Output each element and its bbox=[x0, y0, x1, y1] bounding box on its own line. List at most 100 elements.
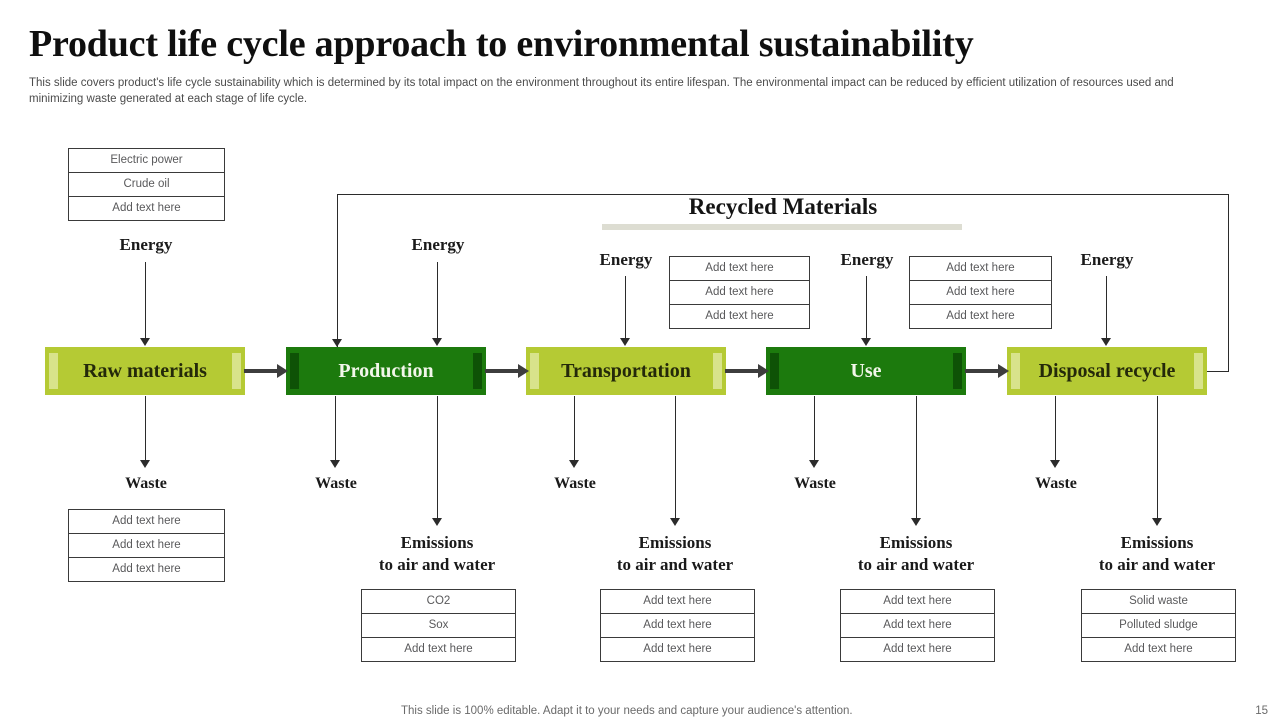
emissions-table-production: CO2 Sox Add text here bbox=[361, 589, 516, 662]
emissions-arrow-production bbox=[432, 396, 443, 526]
emissions-table-disposal: Solid waste Polluted sludge Add text her… bbox=[1081, 589, 1236, 662]
energy-arrow-production bbox=[432, 262, 443, 346]
recycle-loop-left-segment bbox=[337, 194, 338, 347]
recycle-loop-right-segment bbox=[1228, 194, 1229, 372]
table-row[interactable]: Add text here bbox=[112, 202, 181, 214]
energy-label-production: Energy bbox=[411, 235, 465, 254]
stage-label: Transportation bbox=[561, 359, 691, 382]
recycled-materials-title: Recycled Materials bbox=[688, 194, 878, 219]
stage-label: Disposal recycle bbox=[1038, 359, 1176, 382]
emissions-arrow-disposal bbox=[1152, 396, 1163, 526]
table-row[interactable]: Add text here bbox=[643, 643, 712, 655]
table-row[interactable]: Add text here bbox=[601, 590, 754, 614]
table-row[interactable]: Add text here bbox=[69, 510, 224, 534]
page-subtitle: This slide covers product's life cycle s… bbox=[29, 77, 1174, 105]
stage-box-production[interactable]: Production bbox=[286, 347, 486, 395]
waste-arrow-production bbox=[330, 396, 341, 468]
table-row[interactable]: Add text here bbox=[112, 563, 181, 575]
emissions-line-2: to air and water bbox=[378, 555, 496, 574]
stage-label: Production bbox=[338, 359, 434, 382]
stage-tab-left bbox=[530, 353, 539, 389]
table-row[interactable]: Add text here bbox=[705, 310, 774, 322]
page-title: Product life cycle approach to environme… bbox=[29, 23, 974, 65]
footer-note: This slide is 100% editable. Adapt it to… bbox=[401, 705, 853, 717]
emissions-label-production: Emissions to air and water bbox=[337, 532, 537, 576]
energy-arrow-disposal bbox=[1101, 276, 1112, 346]
stage-tab-left bbox=[770, 353, 779, 389]
emissions-label-disposal: Emissions to air and water bbox=[1057, 532, 1257, 576]
stage-tab-right bbox=[232, 353, 241, 389]
table-row[interactable]: Add text here bbox=[910, 257, 1051, 281]
table-row[interactable]: Add text here bbox=[841, 590, 994, 614]
emissions-line-1: Emissions bbox=[400, 533, 474, 552]
table-row[interactable]: Polluted sludge bbox=[1082, 614, 1235, 638]
stage-label: Use bbox=[850, 359, 882, 382]
table-row[interactable]: Add text here bbox=[910, 281, 1051, 305]
stage-label: Raw materials bbox=[83, 359, 207, 382]
energy-label-raw-materials: Energy bbox=[119, 235, 173, 254]
table-row[interactable]: Sox bbox=[362, 614, 515, 638]
energy-arrow-use bbox=[861, 276, 872, 346]
table-row[interactable]: Add text here bbox=[601, 614, 754, 638]
table-row[interactable]: Add text here bbox=[670, 281, 809, 305]
table-row[interactable]: Add text here bbox=[670, 257, 809, 281]
stage-box-raw-materials[interactable]: Raw materials bbox=[45, 347, 245, 395]
stage-tab-right bbox=[1194, 353, 1203, 389]
energy-table-raw-materials: Electric power Crude oil Add text here bbox=[68, 148, 225, 221]
recycled-materials-underline bbox=[602, 224, 962, 230]
energy-label-use: Energy bbox=[840, 250, 894, 269]
emissions-line-2: to air and water bbox=[616, 555, 734, 574]
stage-box-use[interactable]: Use bbox=[766, 347, 966, 395]
energy-arrow-transportation bbox=[620, 276, 631, 346]
waste-label-transportation: Waste bbox=[554, 475, 596, 492]
emissions-table-use: Add text here Add text here Add text her… bbox=[840, 589, 995, 662]
table-row[interactable]: Electric power bbox=[69, 149, 224, 173]
table-row[interactable]: Add text here bbox=[841, 614, 994, 638]
energy-arrow-raw-materials bbox=[140, 262, 151, 346]
stage-connector-arrow-1 bbox=[244, 364, 289, 378]
stage-connector-arrow-4 bbox=[965, 364, 1010, 378]
recycle-loop-entry-segment bbox=[1194, 371, 1229, 372]
emissions-table-transportation: Add text here Add text here Add text her… bbox=[600, 589, 755, 662]
stage-tab-right bbox=[473, 353, 482, 389]
emissions-line-1: Emissions bbox=[879, 533, 953, 552]
table-row[interactable]: Add text here bbox=[404, 643, 473, 655]
stage-tab-left bbox=[1011, 353, 1020, 389]
emissions-line-1: Emissions bbox=[1120, 533, 1194, 552]
emissions-arrow-transportation bbox=[670, 396, 681, 526]
table-row[interactable]: Add text here bbox=[883, 643, 952, 655]
energy-table-transportation: Add text here Add text here Add text her… bbox=[669, 256, 810, 329]
waste-arrow-use bbox=[809, 396, 820, 468]
waste-label-use: Waste bbox=[794, 475, 836, 492]
waste-arrow-disposal bbox=[1050, 396, 1061, 468]
energy-label-disposal: Energy bbox=[1080, 250, 1134, 269]
stage-tab-left bbox=[49, 353, 58, 389]
table-row[interactable]: CO2 bbox=[362, 590, 515, 614]
waste-label-production: Waste bbox=[315, 475, 357, 492]
table-row[interactable]: Crude oil bbox=[69, 173, 224, 197]
stage-box-disposal-recycle[interactable]: Disposal recycle bbox=[1007, 347, 1207, 395]
waste-label-disposal: Waste bbox=[1035, 475, 1077, 492]
waste-arrow-raw-materials bbox=[140, 396, 151, 468]
recycle-loop-top-segment bbox=[337, 194, 1229, 195]
table-row[interactable]: Solid waste bbox=[1082, 590, 1235, 614]
waste-arrow-transportation bbox=[569, 396, 580, 468]
stage-tab-right bbox=[713, 353, 722, 389]
stage-connector-arrow-3 bbox=[725, 364, 770, 378]
table-row[interactable]: Add text here bbox=[946, 310, 1015, 322]
waste-table-raw-materials: Add text here Add text here Add text her… bbox=[68, 509, 225, 582]
table-row[interactable]: Add text here bbox=[69, 534, 224, 558]
emissions-line-1: Emissions bbox=[638, 533, 712, 552]
emissions-line-2: to air and water bbox=[1098, 555, 1216, 574]
energy-label-transportation: Energy bbox=[599, 250, 653, 269]
table-row[interactable]: Add text here bbox=[1124, 643, 1193, 655]
stage-tab-left bbox=[290, 353, 299, 389]
page-number: 15 bbox=[1255, 705, 1268, 717]
stage-box-transportation[interactable]: Transportation bbox=[526, 347, 726, 395]
emissions-label-use: Emissions to air and water bbox=[816, 532, 1016, 576]
emissions-arrow-use bbox=[911, 396, 922, 526]
stage-connector-arrow-2 bbox=[485, 364, 530, 378]
waste-label-raw-materials: Waste bbox=[125, 475, 167, 492]
stage-tab-right bbox=[953, 353, 962, 389]
energy-table-use: Add text here Add text here Add text her… bbox=[909, 256, 1052, 329]
